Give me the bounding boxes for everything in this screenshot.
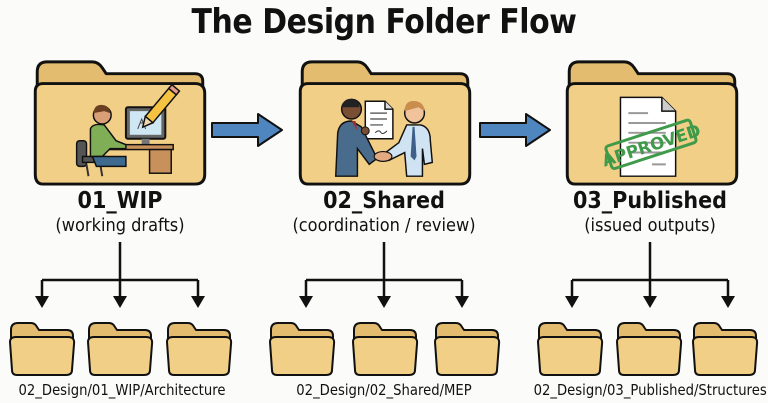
subfolder-icon[interactable] [267, 318, 337, 378]
subfolder-icon[interactable] [164, 318, 234, 378]
wip-folder[interactable] [31, 54, 209, 188]
published-stage-description: (issued outputs) [584, 215, 716, 236]
subfolder-icon[interactable] [535, 318, 605, 378]
diagram-title: The Design Folder Flow [191, 2, 577, 42]
published-branch-connector [565, 242, 735, 308]
subfolder-icon[interactable] [350, 318, 420, 378]
shared-stage-description: (coordination / review) [292, 215, 476, 236]
flow-arrow-right-icon [479, 113, 551, 147]
subfolder-icon[interactable] [432, 318, 502, 378]
shared-branch-connector [299, 242, 469, 308]
subfolder-icon[interactable] [614, 318, 684, 378]
shared-folder[interactable] [296, 54, 474, 188]
shared-subfolder-path: 02_Design/02_Shared/MEP [296, 381, 472, 399]
subfolder-icon[interactable] [690, 318, 760, 378]
published-subfolder-path: 02_Design/03_Published/Structures [533, 381, 767, 399]
wip-stage-name: 01_WIP [77, 188, 163, 214]
subfolder-icon[interactable] [85, 318, 155, 378]
wip-stage-description: (working drafts) [55, 215, 185, 236]
wip-branch-connector [35, 242, 205, 308]
flow-arrow-right-icon [211, 113, 283, 147]
person-at-computer-icon [75, 83, 181, 177]
wip-subfolder-path: 02_Design/01_WIP/Architecture [18, 381, 226, 399]
published-stage-name: 03_Published [572, 188, 727, 214]
subfolder-icon[interactable] [7, 318, 77, 378]
handshake-icon [334, 98, 434, 177]
shared-stage-name: 02_Shared [323, 188, 445, 214]
published-folder[interactable]: APPROVED [563, 54, 741, 188]
